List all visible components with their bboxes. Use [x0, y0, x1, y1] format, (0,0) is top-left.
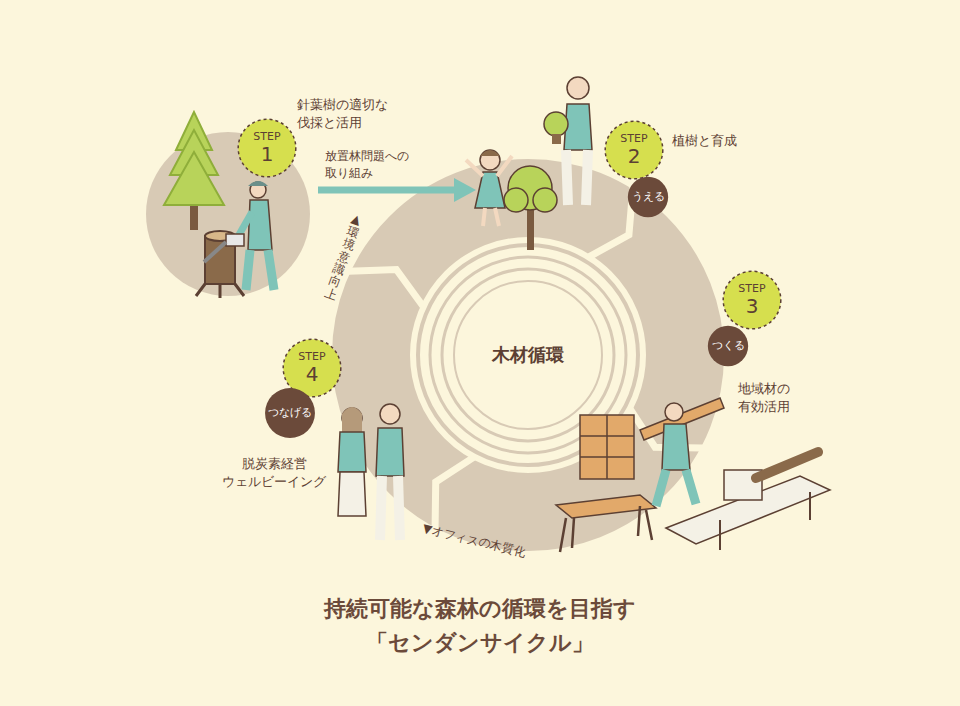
worker-carrying-boards [640, 398, 724, 506]
couple-figures [338, 404, 404, 540]
center-circle: 木材循環 [466, 293, 590, 417]
step-word: STEP [298, 351, 325, 363]
step-number: 3 [746, 295, 759, 317]
badge-circle [468, 295, 587, 414]
badge-content: STEP1 [253, 131, 280, 165]
badge-content: つくる [712, 340, 745, 352]
step-caption: 植樹と育成 [672, 132, 762, 150]
sawmill-machine [666, 452, 830, 550]
badge-content: STEP2 [620, 133, 647, 167]
badge-circle [708, 326, 748, 366]
badge-label: つなげる [268, 407, 312, 419]
bookshelf [580, 415, 634, 479]
child-figure [466, 150, 512, 226]
step-caption: 針葉樹の適切な 伐採と活用 [297, 96, 409, 132]
adult-figure [544, 77, 592, 205]
badge-content: STEP4 [298, 351, 325, 385]
tree-stump [196, 231, 244, 298]
diagram-title: 持続可能な森林の循環を目指す 「センダンサイクル」 [290, 592, 670, 660]
ring-cut [435, 457, 473, 529]
badge-content: 木材循環 [492, 345, 564, 365]
badge-label: つくる [712, 340, 745, 352]
badge-circle [628, 177, 668, 217]
step-badge: STEP1 [237, 118, 297, 178]
young-tree [504, 166, 557, 250]
badge-content: うえる [632, 191, 665, 203]
badge-content: STEP3 [738, 283, 765, 317]
step-number: 1 [261, 143, 274, 165]
flow-arrow [318, 178, 476, 202]
step-number: 4 [306, 363, 319, 385]
step-word: STEP [620, 133, 647, 145]
cycle-ring [371, 198, 685, 512]
action-badge: つなげる [264, 387, 316, 439]
step-word: STEP [738, 283, 765, 295]
ring-cut [589, 187, 632, 257]
step-badge: STEP3 [722, 270, 782, 330]
conifer-tree [164, 112, 224, 230]
woodcutter [204, 181, 274, 290]
badge-content: つなげる [268, 407, 312, 419]
badge-circle [265, 388, 315, 438]
step-caption: 地域材の 有効活用 [738, 380, 818, 416]
action-badge: うえる [627, 176, 669, 218]
badge-label: 木材循環 [492, 345, 564, 365]
ring-cut [349, 269, 423, 305]
badge-circle [723, 271, 781, 329]
step-caption: 脱炭素経営 ウェルビーイング [212, 455, 336, 491]
step-badge: STEP2 [604, 120, 664, 180]
inner-ring [454, 281, 602, 429]
badge-circle [238, 119, 296, 177]
arrow-caption: 放置林問題への 取り組み [325, 148, 435, 182]
step-word: STEP [253, 131, 280, 143]
badge-label: うえる [632, 191, 665, 203]
step-number: 2 [628, 145, 641, 167]
action-badge: つくる [707, 325, 749, 367]
wooden-bench [556, 495, 656, 552]
badge-circle [605, 121, 663, 179]
